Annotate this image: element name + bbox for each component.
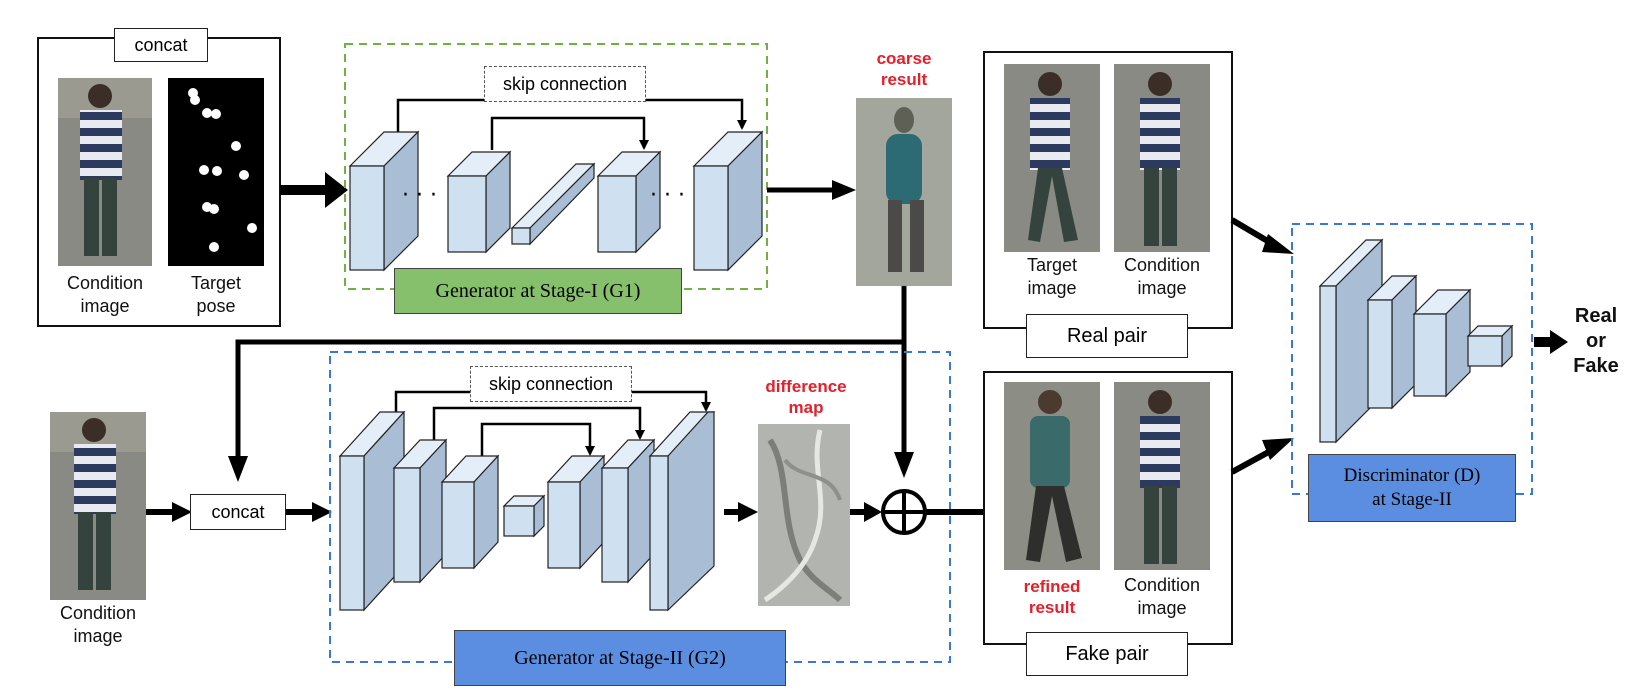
g1-decoder-block-2 xyxy=(692,130,764,272)
discriminator-label-line2: at Stage-II xyxy=(1372,489,1452,510)
g2-label-text: Generator at Stage-II (G2) xyxy=(514,646,726,669)
real-pair-condition-caption-line1: Condition xyxy=(1123,255,1201,275)
g1-skip-connection-label: skip connection xyxy=(484,66,646,102)
condition-image-stage1 xyxy=(58,78,152,266)
real-pair-label-box: Real pair xyxy=(1026,314,1188,358)
real-pair-target-image xyxy=(1004,64,1100,252)
g2-skip-connection-label: skip connection xyxy=(470,366,632,402)
g2-encoder-block-3 xyxy=(440,454,500,570)
g2-label-box: Generator at Stage-II (G2) xyxy=(454,630,786,686)
refined-result-image xyxy=(1004,382,1100,570)
d-block-2 xyxy=(1366,274,1418,410)
real-pair-target-caption-line2: image xyxy=(1027,277,1077,298)
svg-text:· · ·: · · · xyxy=(402,183,437,208)
fake-pair-condition-image xyxy=(1114,382,1210,570)
discriminator-output-line3: Fake xyxy=(1573,355,1619,377)
coarse-result-caption-line1: coarse xyxy=(876,49,932,68)
d-block-3 xyxy=(1412,288,1472,398)
g2-bottleneck-block xyxy=(502,494,546,538)
difference-map-image xyxy=(758,424,850,606)
real-pair-condition-image xyxy=(1114,64,1210,252)
stage2-condition-caption-line2: image xyxy=(73,625,123,646)
stage1-condition-caption: Condition image xyxy=(48,272,162,317)
svg-text:· · ·: · · · xyxy=(650,183,685,208)
discriminator-output-line1: Real xyxy=(1574,305,1618,327)
target-pose-image xyxy=(168,78,264,266)
stage2-concat-label: concat xyxy=(211,501,265,522)
fake-pair-label-box: Fake pair xyxy=(1026,632,1188,676)
g1-label-text: Generator at Stage-I (G1) xyxy=(435,279,641,302)
real-pair-target-caption: Target image xyxy=(996,254,1108,299)
refined-result-caption-line1: refined xyxy=(1023,577,1081,596)
difference-map-caption-line2: map xyxy=(788,398,824,418)
real-pair-condition-caption: Condition image xyxy=(1104,254,1220,299)
target-pose-caption: Target pose xyxy=(168,272,264,317)
refined-result-caption-line2: result xyxy=(1028,598,1076,618)
discriminator-label-line1: Discriminator (D) xyxy=(1343,465,1481,487)
stage1-concat-box: concat xyxy=(114,28,208,62)
g1-dashed-box xyxy=(344,43,768,290)
stage1-condition-caption-line1: Condition xyxy=(66,273,144,293)
g1-encoder-block-1 xyxy=(348,130,420,272)
g1-encoder-block-2 xyxy=(446,150,512,254)
g2-decoder-block-1 xyxy=(546,454,606,570)
coarse-result-caption: coarse result xyxy=(852,48,956,91)
g2-skip-connection-text: skip connection xyxy=(488,373,614,394)
stage2-condition-caption-line1: Condition xyxy=(59,603,137,623)
target-pose-caption-line1: Target xyxy=(190,273,242,293)
g1-bottleneck-block xyxy=(510,162,596,246)
fake-pair-condition-caption: Condition image xyxy=(1104,574,1220,619)
stage2-concat-box: concat xyxy=(190,494,286,530)
discriminator-output-line2: or xyxy=(1586,330,1606,352)
difference-map-caption-line1: difference xyxy=(765,377,847,396)
add-operator-icon xyxy=(881,489,927,535)
coarse-result-image xyxy=(856,98,952,286)
coarse-result-caption-line2: result xyxy=(880,70,928,90)
stage1-concat-label: concat xyxy=(134,34,188,55)
d-block-4 xyxy=(1466,324,1514,368)
fake-pair-label: Fake pair xyxy=(1065,642,1149,665)
discriminator-label-box: Discriminator (D) at Stage-II xyxy=(1308,454,1516,522)
discriminator-output-label: Real or Fake xyxy=(1564,304,1628,379)
target-pose-caption-line2: pose xyxy=(196,295,236,316)
real-pair-label: Real pair xyxy=(1066,324,1148,347)
condition-image-stage2 xyxy=(50,412,146,600)
difference-map-caption: difference map xyxy=(748,376,864,419)
refined-result-caption: refined result xyxy=(996,576,1108,619)
stage1-condition-caption-line2: image xyxy=(80,295,130,316)
g2-encoder-block-2 xyxy=(392,438,448,584)
g1-label-box: Generator at Stage-I (G1) xyxy=(394,268,682,314)
stage2-condition-caption: Condition image xyxy=(40,602,156,647)
g1-decoder-block-1 xyxy=(596,150,662,254)
g2-decoder-block-2 xyxy=(600,438,656,584)
real-pair-target-caption-line1: Target xyxy=(1026,255,1078,275)
fake-pair-condition-caption-line1: Condition xyxy=(1123,575,1201,595)
real-pair-condition-caption-line2: image xyxy=(1137,277,1187,298)
fake-pair-condition-caption-line2: image xyxy=(1137,597,1187,618)
g1-skip-connection-text: skip connection xyxy=(502,73,628,94)
g2-decoder-block-3 xyxy=(648,411,716,612)
